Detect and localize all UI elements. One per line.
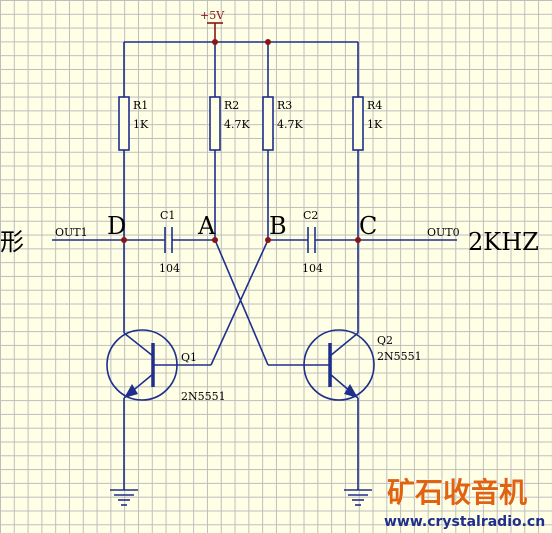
ground-symbol-left <box>110 489 138 506</box>
q2-part: 2N5551 <box>377 350 422 363</box>
supply-rail <box>124 22 358 43</box>
r3-value: 4.7K <box>277 118 303 131</box>
junction-dots <box>121 39 361 243</box>
frequency-label: 2KHZ <box>468 228 539 256</box>
transistor-q1 <box>106 329 178 401</box>
r4-value: 1K <box>367 118 383 131</box>
q1-name: Q1 <box>181 351 197 364</box>
r3-name: R3 <box>277 99 292 112</box>
q1-part: 2N5551 <box>181 390 226 403</box>
r2-name: R2 <box>224 99 239 112</box>
node-c-label: C <box>359 212 377 240</box>
c1-value: 104 <box>159 262 180 275</box>
node-a-label: A <box>197 212 216 240</box>
node-b-label: B <box>269 212 287 240</box>
node-d-label: D <box>107 212 126 240</box>
c2-value: 104 <box>302 262 323 275</box>
c1-name: C1 <box>160 209 175 222</box>
resistor-r1 <box>118 96 130 151</box>
transistor-q2 <box>303 329 375 401</box>
out1-label: OUT1 <box>55 226 88 239</box>
out0-label: OUT0 <box>427 226 460 239</box>
r1-name: R1 <box>133 99 148 112</box>
r2-value: 4.7K <box>224 118 250 131</box>
q2-name: Q2 <box>377 334 393 347</box>
supply-label: +5V <box>200 9 225 22</box>
left-edge-text: 形 <box>0 228 24 256</box>
watermark-brand: 矿石收音机 <box>387 476 527 509</box>
resistor-r2 <box>209 96 221 151</box>
c2-name: C2 <box>303 209 318 222</box>
watermark-url: www.crystalradio.cn <box>384 514 545 530</box>
r4-name: R4 <box>367 99 382 112</box>
resistor-r4 <box>352 96 364 151</box>
ground-symbol-right <box>344 489 372 506</box>
r1-value: 1K <box>133 118 149 131</box>
resistor-r3 <box>262 96 274 151</box>
